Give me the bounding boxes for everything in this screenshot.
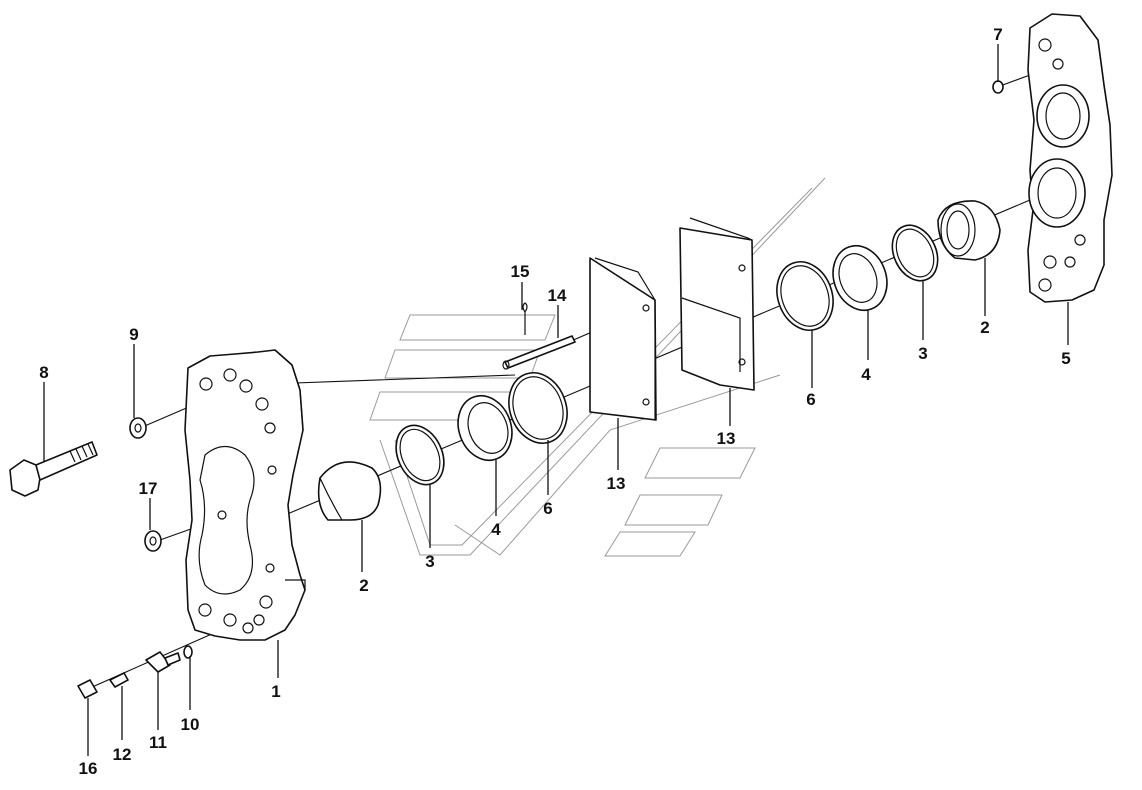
o-ring-7 <box>992 80 1004 94</box>
bleeder-valve-11 <box>145 651 181 673</box>
callout-9: 9 <box>129 325 138 344</box>
callout-12: 12 <box>113 745 132 764</box>
callout-3-right: 3 <box>918 344 927 363</box>
caliper-bolt <box>9 441 98 497</box>
callout-4-left: 4 <box>491 520 501 539</box>
seal-ring-3-right <box>891 224 939 282</box>
piston-right <box>937 200 1001 261</box>
callout-3-left: 3 <box>425 552 434 571</box>
callout-4-right: 4 <box>861 365 871 384</box>
dust-boot-4-left <box>457 394 513 462</box>
callout-labels: 1 2 2 3 3 4 4 5 6 6 7 8 9 10 11 12 13 13… <box>39 25 1070 778</box>
callout-10: 10 <box>181 715 200 734</box>
callout-16: 16 <box>79 759 98 778</box>
caliper-half-right <box>1027 13 1113 303</box>
seal-ring-3-left <box>395 424 445 486</box>
callout-6-right: 6 <box>806 390 815 409</box>
washer-17 <box>144 530 162 552</box>
dust-boot-4-right <box>832 244 888 312</box>
callout-17: 17 <box>139 479 158 498</box>
callout-13-rear: 13 <box>717 429 736 448</box>
brake-pad-front <box>589 257 657 421</box>
spring-clip <box>522 302 528 335</box>
callout-6-left: 6 <box>543 499 552 518</box>
callout-11: 11 <box>149 733 167 752</box>
callout-14: 14 <box>548 286 567 305</box>
bleeder-screw-12 <box>109 672 129 688</box>
callout-2-left: 2 <box>359 576 368 595</box>
washer-9 <box>129 417 147 439</box>
callout-1: 1 <box>271 682 280 701</box>
pad-retaining-pin <box>502 335 576 370</box>
callout-leaders <box>43 44 1069 756</box>
piston-left <box>317 461 382 521</box>
callout-7: 7 <box>993 25 1002 44</box>
callout-8: 8 <box>39 363 48 382</box>
callout-13-front: 13 <box>607 474 626 493</box>
retaining-ring-6-right <box>776 261 834 331</box>
callout-15: 15 <box>511 262 530 281</box>
brake-pad-rear <box>679 217 755 391</box>
retaining-ring-6-left <box>508 372 568 444</box>
callout-2-right: 2 <box>980 318 989 337</box>
caliper-half-left <box>184 349 306 641</box>
dust-cap-16 <box>77 679 98 699</box>
seal-washer-10 <box>183 645 193 659</box>
callout-5: 5 <box>1061 349 1070 368</box>
